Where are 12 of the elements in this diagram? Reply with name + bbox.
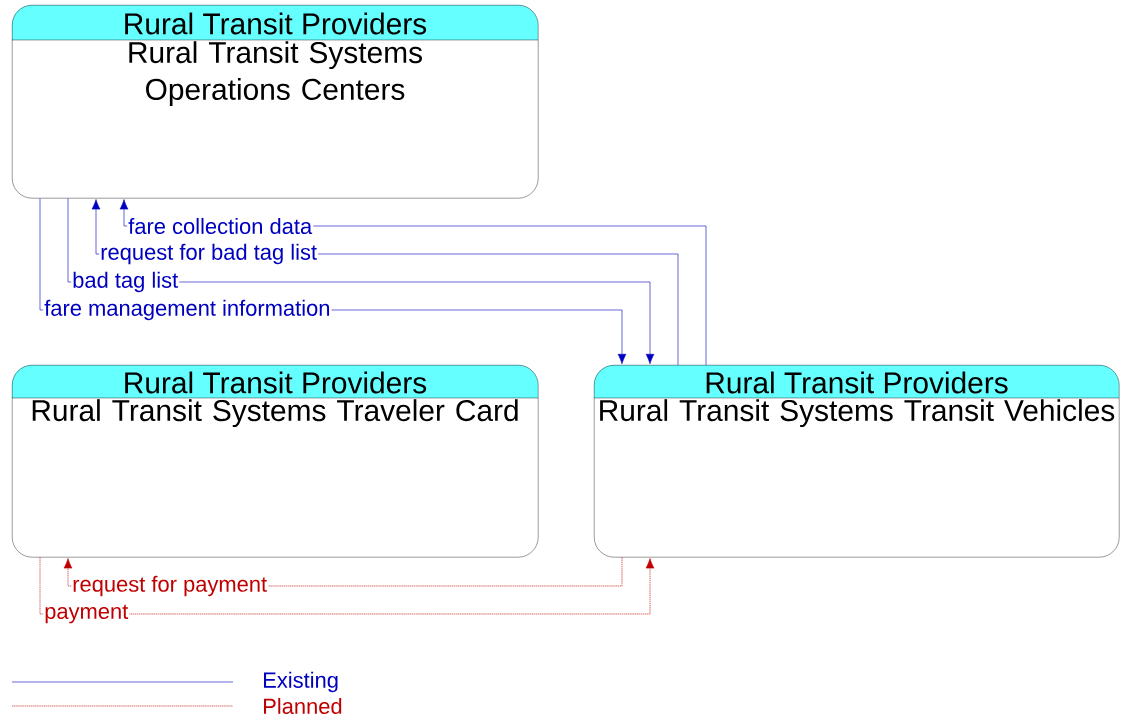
edge-label: bad tag list xyxy=(71,270,180,294)
edge-label: fare management information xyxy=(43,298,332,322)
edge-label: payment xyxy=(43,603,130,625)
edge-label: fare collection data xyxy=(127,216,314,236)
legend-label: Planned xyxy=(264,697,342,715)
process-box: Rural Transit Providers Rural Transit Systems Traveler Card xyxy=(11,365,539,558)
legend-label: Existing xyxy=(264,671,338,693)
edge-label: request for bad tag list xyxy=(99,242,319,266)
process-box: Rural Transit Providers Rural Transit Systems Operations Centers xyxy=(11,5,539,199)
process-box: Rural Transit Providers Rural Transit Systems Transit Vehicles xyxy=(593,365,1120,558)
connector-arrow xyxy=(39,557,655,615)
edge-label: request for payment xyxy=(71,574,269,598)
